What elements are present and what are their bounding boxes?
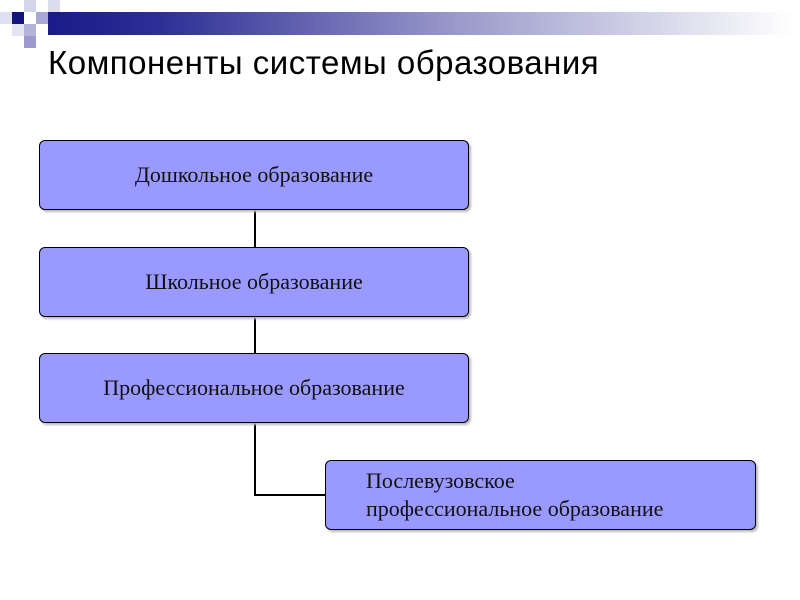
box-label: Профессиональное образование [103, 375, 405, 400]
box-school: Школьное образование [39, 247, 469, 317]
decor-square [24, 0, 36, 12]
box-professional: Профессиональное образование [39, 353, 469, 423]
decor-square [12, 12, 24, 24]
decor-square [48, 0, 60, 12]
slide-title: Компоненты системы образования [48, 44, 600, 81]
decor-square [36, 12, 48, 24]
box-label-line1: Послевузовское [366, 468, 515, 493]
box-label: Школьное образование [145, 269, 363, 294]
header-gradient-bar [48, 12, 793, 35]
box-label-line2: профессиональное образование [366, 496, 664, 521]
box-preschool: Дошкольное образование [39, 140, 469, 210]
decor-square [12, 24, 24, 36]
decor-square [24, 36, 36, 48]
box-label: Дошкольное образование [134, 162, 374, 187]
box-postgraduate: Послевузовское профессиональное образован… [325, 460, 756, 530]
decor-square [24, 24, 36, 36]
connector-horizontal [254, 494, 326, 496]
decor-square [0, 12, 12, 24]
